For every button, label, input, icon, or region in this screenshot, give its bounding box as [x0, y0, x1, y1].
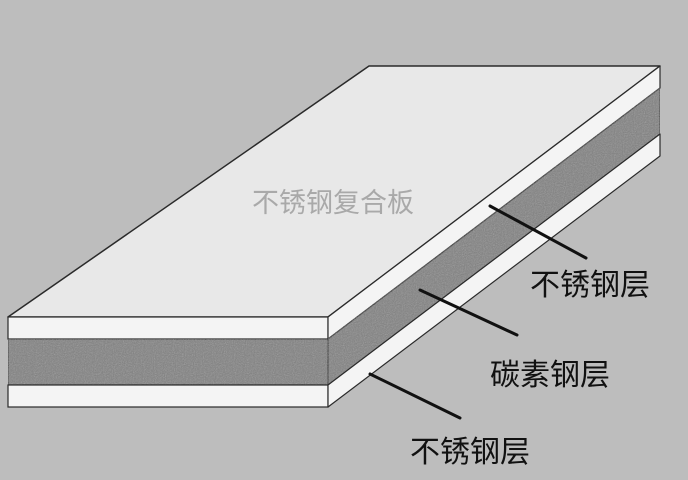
leader-line-top-stainless [488, 204, 588, 260]
leader-line-carbon-steel [418, 288, 519, 337]
plate-title: 不锈钢复合板 [252, 188, 414, 219]
front-bottom-stainless-layer [7, 384, 329, 408]
side-bottom-stainless-layer [327, 133, 661, 408]
label-top-stainless-layer: 不锈钢层 [530, 268, 650, 303]
front-top-stainless-layer [7, 316, 329, 340]
label-carbon-steel-layer: 碳素钢层 [490, 358, 610, 393]
front-carbon-steel-layer [7, 338, 329, 386]
leader-line-bottom-stainless [368, 372, 462, 420]
label-bottom-stainless-layer: 不锈钢层 [410, 435, 530, 470]
